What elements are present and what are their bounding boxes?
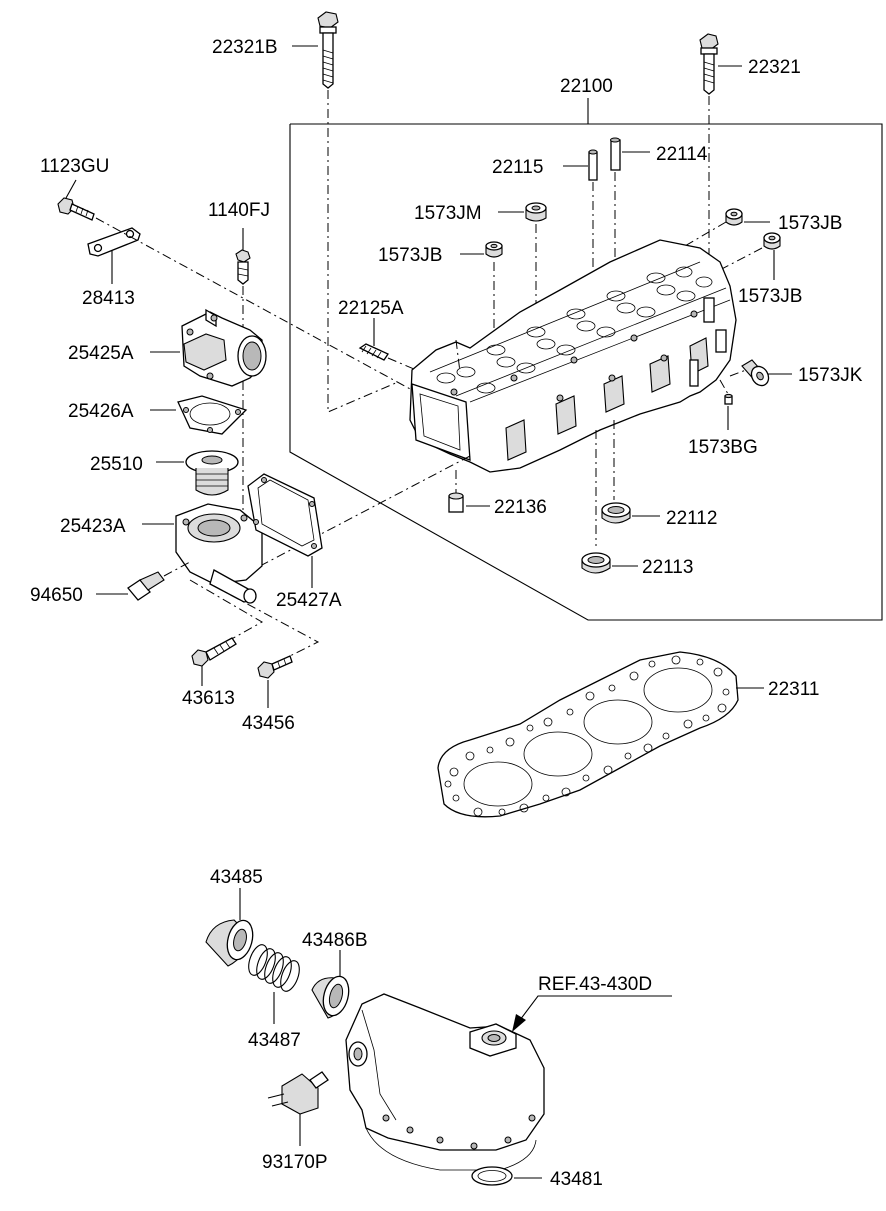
- seal-1573jb-right: [725, 208, 770, 226]
- label-43456: 43456: [242, 713, 295, 734]
- label-94650: 94650: [30, 585, 83, 606]
- gasket-25426a: [150, 395, 248, 435]
- label-25426a: 25426A: [68, 401, 134, 422]
- head-gasket-22311: [437, 651, 764, 818]
- label-1573bg: 1573BG: [688, 437, 758, 458]
- dowel-22136: [448, 492, 490, 513]
- part-labels: 22321B 22321 22100 1123GU 22115 22114 11…: [30, 37, 863, 1190]
- label-22115: 22115: [492, 157, 543, 178]
- label-25427a: 25427A: [276, 590, 342, 611]
- label-ref-43-430d: REF.43-430D: [538, 974, 652, 995]
- temperature-sensor-94650: [96, 571, 165, 601]
- bracket-28413: [87, 227, 141, 284]
- label-93170p: 93170P: [262, 1152, 328, 1173]
- label-1573jb-left: 1573JB: [378, 245, 442, 266]
- seal-1573jb-left: [460, 241, 503, 258]
- pin-1573bg: [724, 393, 733, 430]
- label-1573jb-right2: 1573JB: [738, 286, 802, 307]
- label-43485: 43485: [210, 867, 263, 888]
- valve-seat-22112: [601, 502, 660, 524]
- label-22321: 22321: [748, 57, 801, 78]
- bolt-43456: [257, 655, 293, 708]
- label-22100: 22100: [560, 76, 613, 97]
- label-22114: 22114: [656, 144, 708, 165]
- label-25425a: 25425A: [68, 343, 134, 364]
- label-25423a: 25423A: [60, 516, 126, 537]
- label-43613: 43613: [182, 688, 235, 709]
- label-22113: 22113: [642, 557, 693, 578]
- bolt-1140fj: [235, 228, 251, 285]
- valve-guide-22114: [610, 137, 650, 171]
- bolt-1123gu: [57, 179, 95, 221]
- label-1573jk: 1573JK: [798, 365, 863, 386]
- thermostat-housing-25423a: [142, 503, 263, 604]
- bolt-43613: [191, 637, 237, 686]
- bolt-22321b: [292, 11, 339, 89]
- label-1573jm: 1573JM: [414, 203, 482, 224]
- label-43487: 43487: [248, 1030, 301, 1051]
- water-outlet-25425a: [150, 308, 267, 387]
- label-25510: 25510: [90, 454, 143, 475]
- transmission-cover-ref: [345, 993, 672, 1171]
- cylinder-head: [409, 239, 737, 473]
- label-43481: 43481: [550, 1169, 603, 1190]
- stud-22125a: [358, 318, 389, 361]
- label-1123gu: 1123GU: [40, 156, 109, 177]
- seal-43485: [205, 888, 254, 967]
- label-22112: 22112: [666, 508, 717, 529]
- label-28413: 28413: [82, 288, 135, 309]
- label-22125a: 22125A: [338, 298, 404, 319]
- thermostat-25510: [156, 450, 239, 496]
- valve-seat-22113: [581, 552, 638, 574]
- ring-43486b: [311, 950, 350, 1019]
- seal-1573jb-right2: [763, 232, 781, 280]
- valve-guide-22115: [563, 149, 598, 181]
- label-22321b: 22321B: [212, 37, 278, 58]
- plug-1573jk: [741, 359, 792, 387]
- washer-43481: [471, 1166, 542, 1186]
- label-43486b: 43486B: [302, 930, 368, 951]
- label-1573jb-right: 1573JB: [778, 213, 842, 234]
- switch-93170p: [267, 1071, 329, 1146]
- label-22311: 22311: [768, 679, 819, 700]
- bolt-22321: [699, 33, 742, 95]
- cylinder-head-assembly-frame: [289, 98, 883, 621]
- spring-43487: [248, 944, 300, 1024]
- seal-1573jm: [498, 202, 547, 222]
- gasket-25427a: [247, 473, 323, 588]
- label-22136: 22136: [494, 497, 547, 518]
- label-1140fj: 1140FJ: [208, 200, 270, 221]
